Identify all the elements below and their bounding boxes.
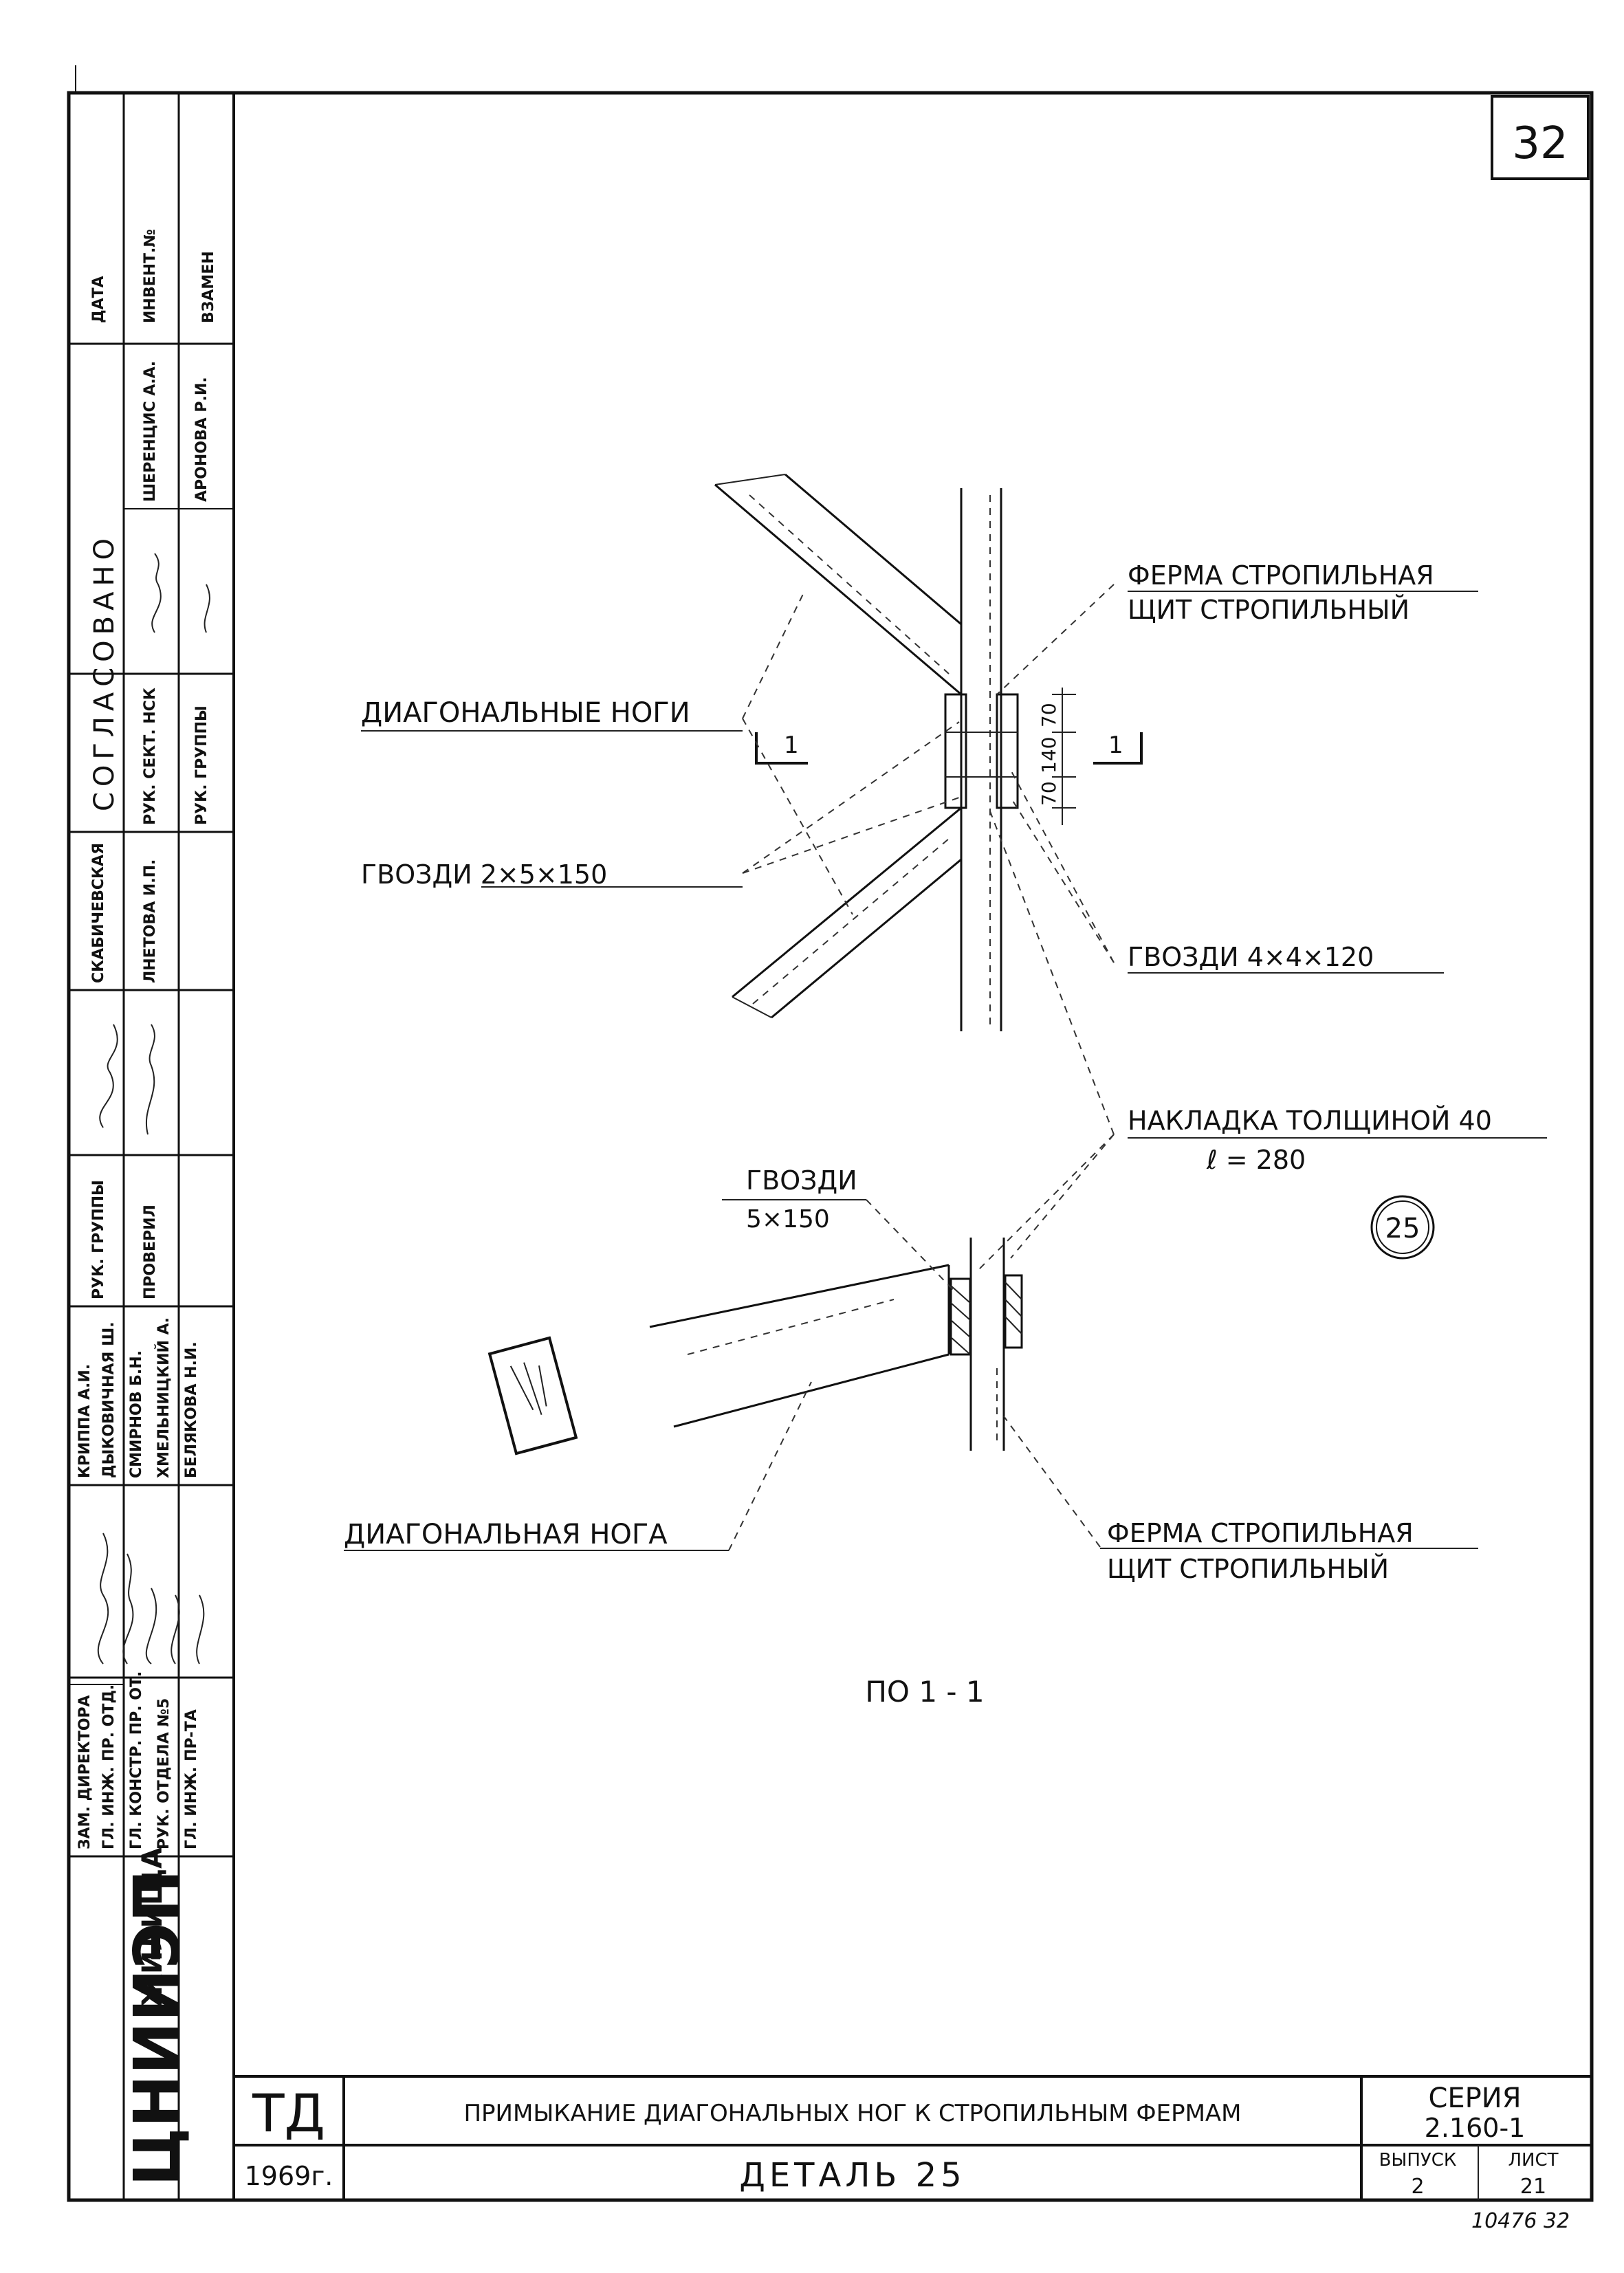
stamp-name-3: СМИРНОВ Б.Н. — [128, 1350, 145, 1478]
section-mark-left: 1 — [755, 732, 808, 765]
stamp-col-replace: ВЗАМЕН — [200, 251, 217, 323]
stamp-role-4: РУК. ОТДЕЛА №5 — [155, 1698, 173, 1849]
tb-code: ТД — [252, 2083, 325, 2144]
stamp-approved-role-1: РУК. СЕКТ. НСК — [142, 688, 159, 825]
stamp-role-3: ГЛ. КОНСТР. ПР. ОТ. — [128, 1671, 145, 1849]
top-detail: 70 140 70 1 1 — [714, 473, 1143, 1135]
stamp-approved-name-1: ШЕРЕНЦИС А.А. — [142, 361, 159, 502]
signature-1 — [99, 1024, 118, 1128]
upper-diagonal-leg — [714, 473, 962, 696]
top-overlay-plates — [944, 693, 1019, 809]
stamp-org: ЦНИИЭП — [120, 1869, 194, 2186]
section-caption: ПО 1 - 1 — [865, 1675, 984, 1709]
stamp-approved-role-2: РУК. ГРУППЫ — [193, 705, 210, 825]
label-panel-bottom: ЩИТ СТРОПИЛЬНЫЙ — [1107, 1554, 1389, 1584]
page-number-box: 32 — [1491, 95, 1590, 180]
archive-number: 10476 32 — [1471, 2209, 1570, 2233]
stamp-col-date: ДАТА — [90, 276, 107, 323]
stamp-approved: СОГЛАСОВАНО — [89, 533, 120, 811]
stamp-role-5: ГЛ. ИНЖ. ПР-ТА — [183, 1709, 200, 1849]
lower-diagonal-leg — [732, 806, 962, 1019]
vertical-truss-section — [969, 1238, 1005, 1451]
section-mark-right: 1 — [1093, 732, 1143, 765]
stamp-role-1: ЗАМ. ДИРЕКТОРА — [76, 1695, 94, 1849]
stamp-org-suffix: ЖИЛИЩА — [137, 1847, 168, 2008]
stamp-name-2: ДЫКОВИЧНАЯ Ш. — [100, 1321, 118, 1478]
label-panel-top: ЩИТ СТРОПИЛЬНЫЙ — [1128, 595, 1409, 625]
svg-text:25: 25 — [1385, 1213, 1420, 1244]
label-plate: НАКЛАДКА ТОЛЩИНОЙ 40 — [1128, 1106, 1492, 1136]
label-truss-bottom: ФЕРМА СТРОПИЛЬНАЯ — [1107, 1518, 1414, 1548]
member-cross-section — [487, 1336, 578, 1456]
signature-2 — [146, 1024, 155, 1135]
stamp-name-4: ХМЕЛЬНИЦКИЙ А. — [155, 1317, 173, 1478]
side-stamp: ДАТА ИНВЕНТ.№ ВЗАМЕН СОГЛАСОВАНО РУК. СЕ… — [69, 93, 234, 2200]
sheet-frame — [67, 65, 1594, 2202]
svg-text:1: 1 — [1108, 732, 1123, 759]
tb-sheet-label: ЛИСТ — [1508, 2150, 1558, 2171]
page-number: 32 — [1512, 118, 1568, 169]
signature-8 — [171, 1594, 180, 1665]
signature-3 — [151, 553, 162, 633]
tb-series-value: 2.160-1 — [1425, 2113, 1526, 2143]
detail-marker-25: 25 — [1370, 1195, 1435, 1260]
signature-9 — [196, 1594, 205, 1665]
stamp-name-5: БЕЛЯКОВА Н.И. — [183, 1341, 200, 1478]
tb-subtitle: ДЕТАЛЬ 25 — [739, 2156, 965, 2195]
label-truss-top: ФЕРМА СТРОПИЛЬНАЯ — [1128, 560, 1434, 591]
title-block: ТД 1969г. ПРИМЫКАНИЕ ДИАГОНАЛЬНЫХ НОГ К … — [234, 2075, 1592, 2200]
stamp-check-role-2: ПРОВЕРИЛ — [142, 1205, 159, 1299]
inclined-leg-section — [649, 1264, 950, 1428]
stamp-extra-role-2: ЛНЕТОВА И.П. — [142, 859, 159, 983]
section-plate — [950, 1274, 1023, 1356]
tb-title: ПРИМЫКАНИЕ ДИАГОНАЛЬНЫХ НОГ К СТРОПИЛЬНЫ… — [463, 2100, 1241, 2127]
stamp-name-1: КРИППА А.И. — [76, 1364, 94, 1478]
dimension-chain: 70 140 70 — [1038, 688, 1076, 825]
tb-issue-value: 2 — [1411, 2175, 1424, 2199]
stamp-role-2: ГЛ. ИНЖ. ПР. ОТД. — [100, 1684, 118, 1849]
stamp-approved-name-2: АРОНОВА Р.И. — [193, 377, 210, 502]
label-diagonal-legs: ДИАГОНАЛЬНЫЕ НОГИ — [361, 697, 690, 729]
label-plate-length: ℓ = 280 — [1206, 1145, 1306, 1175]
signature-5 — [97, 1533, 109, 1665]
tb-issue-label: ВЫПУСК — [1379, 2150, 1457, 2171]
tb-year: 1969г. — [245, 2161, 333, 2191]
svg-text:1: 1 — [784, 732, 799, 759]
dim-140: 140 — [1038, 737, 1060, 773]
top-leaders — [742, 584, 1115, 1135]
label-diagonal-leg: ДИАГОНАЛЬНАЯ НОГА — [344, 1519, 668, 1550]
signature-4 — [204, 584, 210, 633]
label-nails-section: ГВОЗДИ — [746, 1165, 857, 1196]
tb-sheet-value: 21 — [1520, 2175, 1546, 2199]
signature-7 — [145, 1588, 157, 1665]
tb-series-label: СЕРИЯ — [1428, 2083, 1521, 2114]
stamp-col-inventory: ИНВЕНТ.№ — [142, 229, 159, 323]
label-nails-right: ГВОЗДИ 4×4×120 — [1128, 942, 1374, 972]
vertical-truss-top — [960, 488, 1002, 1031]
label-nails-section-spec: 5×150 — [746, 1205, 830, 1233]
dim-70-bottom: 70 — [1038, 781, 1060, 806]
dim-70-top: 70 — [1038, 703, 1060, 727]
stamp-extra-role-1: СКАБИЧЕВСКАЯ — [90, 843, 107, 983]
label-nails-left: ГВОЗДИ 2×5×150 — [361, 859, 607, 890]
signature-6 — [122, 1553, 134, 1665]
section-detail — [487, 1134, 1115, 1551]
stamp-check-role-1: РУК. ГРУППЫ — [90, 1180, 107, 1299]
